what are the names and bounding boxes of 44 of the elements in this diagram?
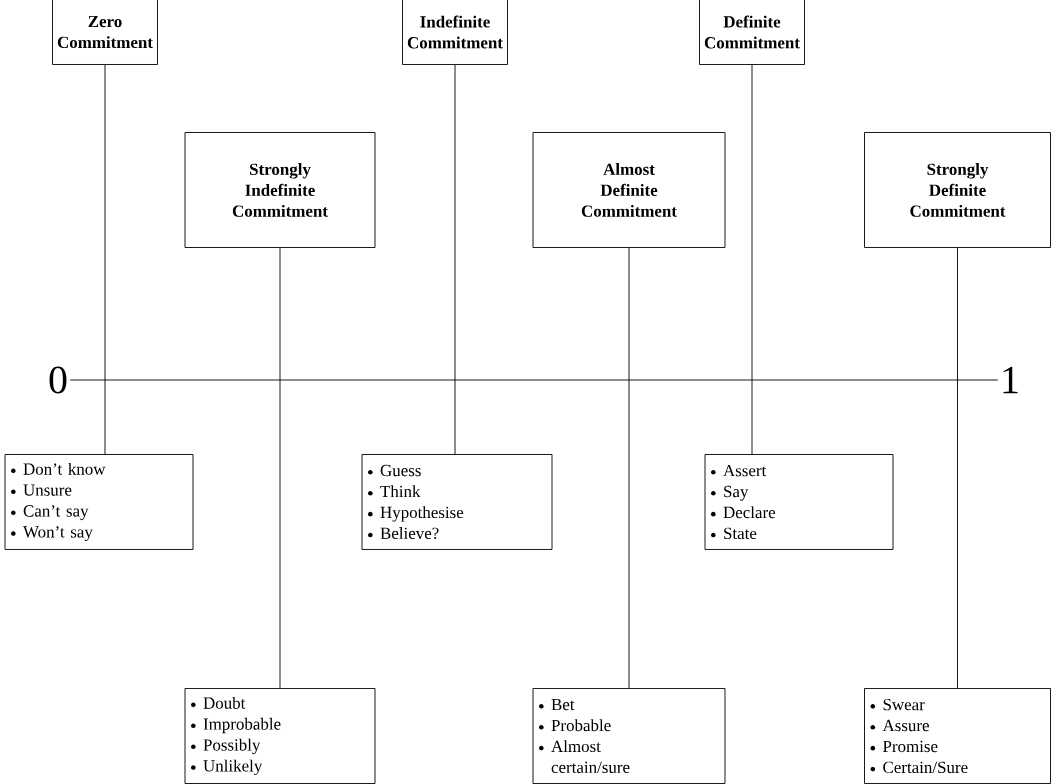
list-item: Almost certain/sure	[551, 740, 630, 773]
list-item: Swear	[883, 698, 925, 711]
list-item: Won’t say	[23, 526, 93, 542]
word-list-box	[532, 688, 726, 784]
commitment-box: Strongly Indefinite Commitment	[184, 132, 376, 248]
list-item: Possibly	[203, 738, 261, 755]
word-list-box	[4, 454, 194, 550]
connector-line	[279, 247, 281, 689]
list-item: Don’t know	[23, 462, 106, 475]
list-item: Improbable	[203, 717, 281, 734]
list-item: Bet	[551, 698, 575, 711]
scale-end-label: 0	[49, 366, 67, 394]
list-item: Assert	[723, 464, 767, 477]
commitment-box: Almost Definite Commitment	[532, 132, 726, 248]
connector-line	[104, 64, 106, 455]
commitment-box: Zero Commitment	[52, 0, 158, 65]
list-item: Assure	[882, 719, 929, 732]
list-item: Think	[380, 485, 421, 497]
list-item: Probable	[551, 719, 611, 732]
list-item: Believe?	[380, 527, 439, 540]
list-item: Say	[724, 485, 749, 501]
list-item: State	[724, 527, 757, 540]
connector-line	[957, 247, 958, 689]
list-item: Hypothesise	[380, 506, 464, 522]
word-list-box	[361, 454, 553, 550]
list-item: Certain/Sure	[883, 761, 968, 774]
word-list-box	[184, 688, 376, 784]
scale-end-label: 1	[1003, 366, 1018, 394]
list-item: Can’t say	[23, 505, 89, 521]
commitment-box: Strongly Definite Commitment	[864, 132, 1051, 248]
list-item: Declare	[723, 506, 776, 519]
connector-line	[628, 247, 630, 689]
word-list-box	[864, 688, 1051, 784]
list-item: Guess	[380, 464, 421, 477]
word-list-box	[704, 454, 894, 550]
list-item: Unlikely	[203, 759, 263, 776]
list-item: Doubt	[203, 696, 246, 709]
scale-line	[69, 379, 999, 381]
list-item: Promise	[883, 740, 938, 753]
connector-line	[454, 64, 456, 455]
list-item: Unsure	[23, 484, 72, 496]
commitment-box: Definite Commitment	[699, 0, 805, 65]
connector-line	[751, 64, 753, 455]
commitment-box: Indefinite Commitment	[402, 0, 508, 65]
